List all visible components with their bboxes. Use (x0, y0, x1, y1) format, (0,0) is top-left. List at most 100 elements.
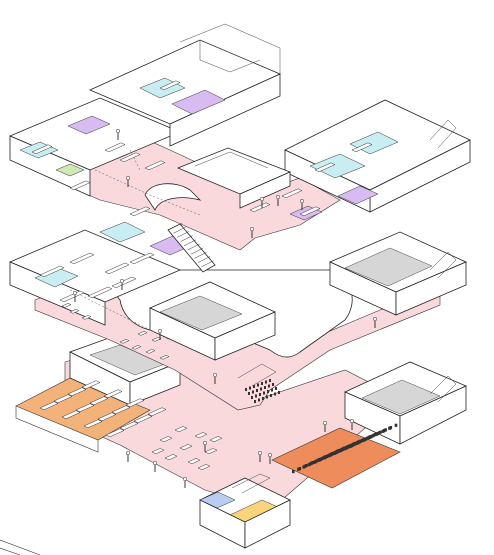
upper-table (31, 144, 53, 155)
person-head (202, 440, 208, 446)
drawing-line (361, 379, 441, 415)
person-head (372, 316, 378, 322)
middle-table (111, 276, 137, 289)
upper-meeting-room-1 (67, 115, 111, 135)
middle-table (104, 262, 130, 275)
middle-seat (274, 392, 276, 396)
drawing-line (395, 261, 467, 316)
stair-step (176, 231, 190, 238)
upper-table (119, 152, 141, 163)
drawing-line (0, 547, 21, 555)
dining-table (81, 380, 101, 390)
dining-table (89, 396, 109, 406)
cafe-table (194, 432, 208, 439)
middle-seat (268, 384, 270, 388)
person-head (72, 290, 78, 296)
person-head (182, 476, 188, 482)
auditorium-seat (292, 470, 295, 474)
auditorium-seat (371, 434, 374, 438)
middle-floor-chairs (61, 303, 280, 403)
auditorium-seat (368, 435, 372, 439)
right-stair-upper (429, 119, 457, 149)
person-head (125, 450, 131, 456)
upper-table (281, 188, 303, 199)
auditorium-seat (363, 437, 367, 441)
upper-floor-tables (31, 80, 373, 217)
person-head (275, 194, 281, 200)
drawing-line (239, 171, 291, 209)
auditorium (271, 427, 401, 489)
cafe-tables (151, 426, 223, 471)
middle-seat (257, 383, 259, 387)
drawing-line (199, 40, 261, 73)
upper-table (129, 206, 151, 217)
middle-seat (258, 398, 260, 402)
dining-table (105, 428, 125, 438)
middle-chair (69, 309, 80, 314)
upper-floor (8, 23, 471, 403)
drawing-line (159, 295, 243, 331)
right-stair-middle (429, 251, 457, 279)
people-figures (72, 128, 378, 488)
middle-seat (264, 386, 266, 389)
auditorium-seat (373, 432, 377, 437)
auditorium-seat (389, 426, 393, 430)
upper-table (351, 142, 373, 153)
middle-floor-tables (39, 252, 155, 303)
dining-table (39, 401, 59, 411)
drawing-line (94, 169, 201, 216)
person-head (259, 196, 265, 202)
auditorium-seat (342, 446, 346, 450)
dining-table (75, 403, 95, 413)
ground-stair (231, 473, 271, 494)
middle-seat (272, 383, 274, 386)
stair-step (187, 243, 200, 251)
auditorium-seat (394, 423, 398, 427)
auditorium-seat (384, 428, 387, 432)
middle-seat (251, 396, 253, 399)
cafe-table (151, 448, 165, 455)
drawing-line (15, 406, 99, 453)
middle-seat (252, 390, 254, 394)
auditorium-seat (337, 449, 341, 453)
cafe-table (179, 444, 193, 451)
person-head (322, 420, 328, 426)
upper-table (144, 160, 166, 171)
auditorium-seat (377, 431, 381, 435)
middle-seat (245, 388, 247, 391)
auditorium-seat (358, 439, 361, 443)
middle-seat (259, 393, 261, 396)
auditorium-seats (292, 423, 398, 474)
upper-main-stair (167, 222, 216, 273)
middle-table (87, 286, 113, 299)
upper-table (249, 202, 271, 213)
drawing-line (169, 73, 281, 147)
middle-seat (278, 391, 280, 394)
middle-seat (249, 386, 251, 390)
person-head (157, 328, 163, 334)
stair-step (169, 222, 183, 230)
stair-step (190, 247, 204, 255)
middle-chair (159, 355, 170, 360)
stair-step (183, 239, 197, 247)
middle-seat (256, 389, 258, 392)
auditorium-seat (379, 430, 382, 434)
auditorium-seat (305, 464, 308, 468)
auditorium-seat (345, 445, 348, 449)
upper-table (159, 80, 181, 91)
upper-curved-ramp (144, 183, 202, 211)
stair-step (194, 252, 207, 259)
middle-seat (263, 391, 265, 395)
middle-seat (262, 397, 264, 400)
auditorium-seat (298, 467, 302, 471)
dining-table (53, 394, 73, 404)
cafe-table (174, 426, 188, 433)
upper-study-room-3 (309, 153, 366, 179)
stair-step (201, 260, 214, 268)
middle-seat (270, 394, 272, 397)
middle-chair (145, 349, 156, 354)
cafe-table (204, 448, 218, 455)
auditorium-seat (324, 455, 328, 459)
middle-seat (271, 388, 273, 392)
